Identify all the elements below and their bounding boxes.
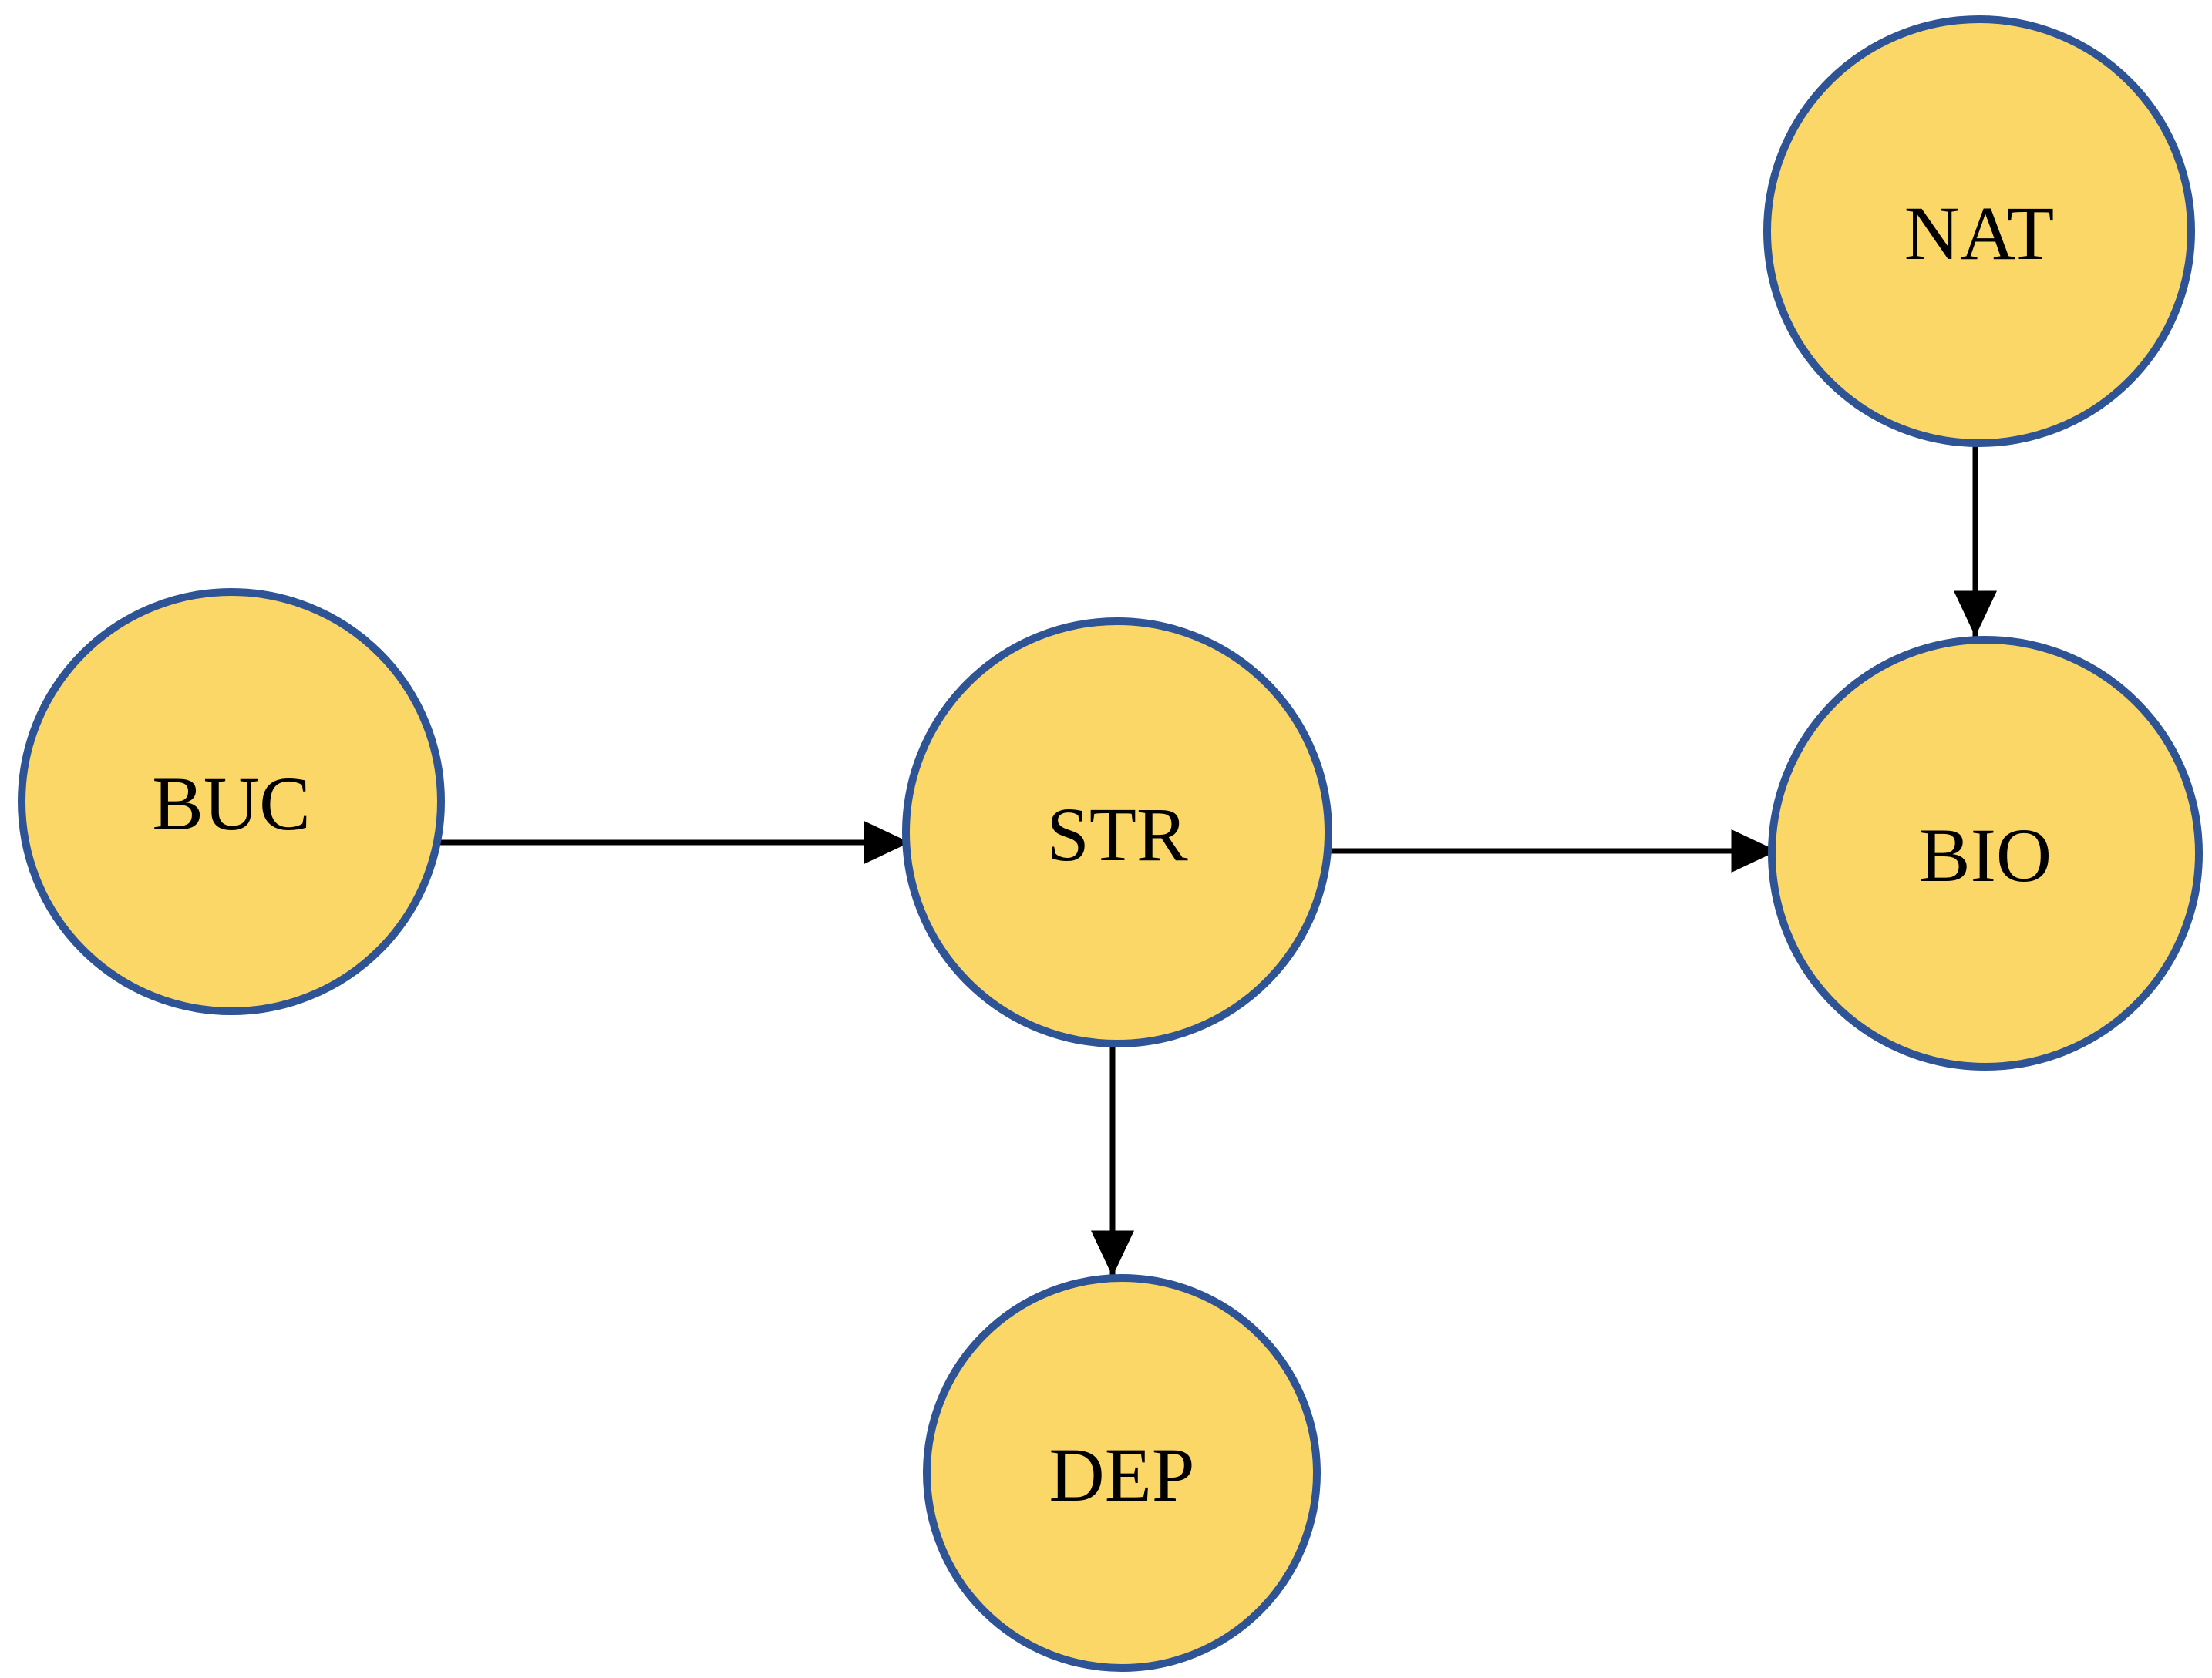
node-buc: BUC bbox=[18, 588, 445, 1015]
nodes-layer: BUC STR NAT BIO DEP bbox=[18, 15, 2203, 1672]
node-circle-buc bbox=[18, 588, 445, 1015]
node-circle-dep bbox=[923, 1274, 1321, 1672]
node-bio: BIO bbox=[1768, 636, 2203, 1071]
node-circle-bio bbox=[1768, 636, 2203, 1071]
node-label-str: STR bbox=[1046, 792, 1188, 877]
node-label-nat: NAT bbox=[1904, 190, 2054, 276]
node-circle-str bbox=[902, 617, 1332, 1047]
node-dep: DEP bbox=[923, 1274, 1321, 1672]
node-label-buc: BUC bbox=[152, 761, 311, 846]
node-label-dep: DEP bbox=[1049, 1432, 1195, 1518]
edges-layer bbox=[438, 445, 1997, 1276]
node-circle-nat bbox=[1763, 15, 2195, 447]
node-str: STR bbox=[902, 617, 1332, 1047]
node-label-bio: BIO bbox=[1919, 812, 2052, 898]
node-nat: NAT bbox=[1763, 15, 2195, 447]
